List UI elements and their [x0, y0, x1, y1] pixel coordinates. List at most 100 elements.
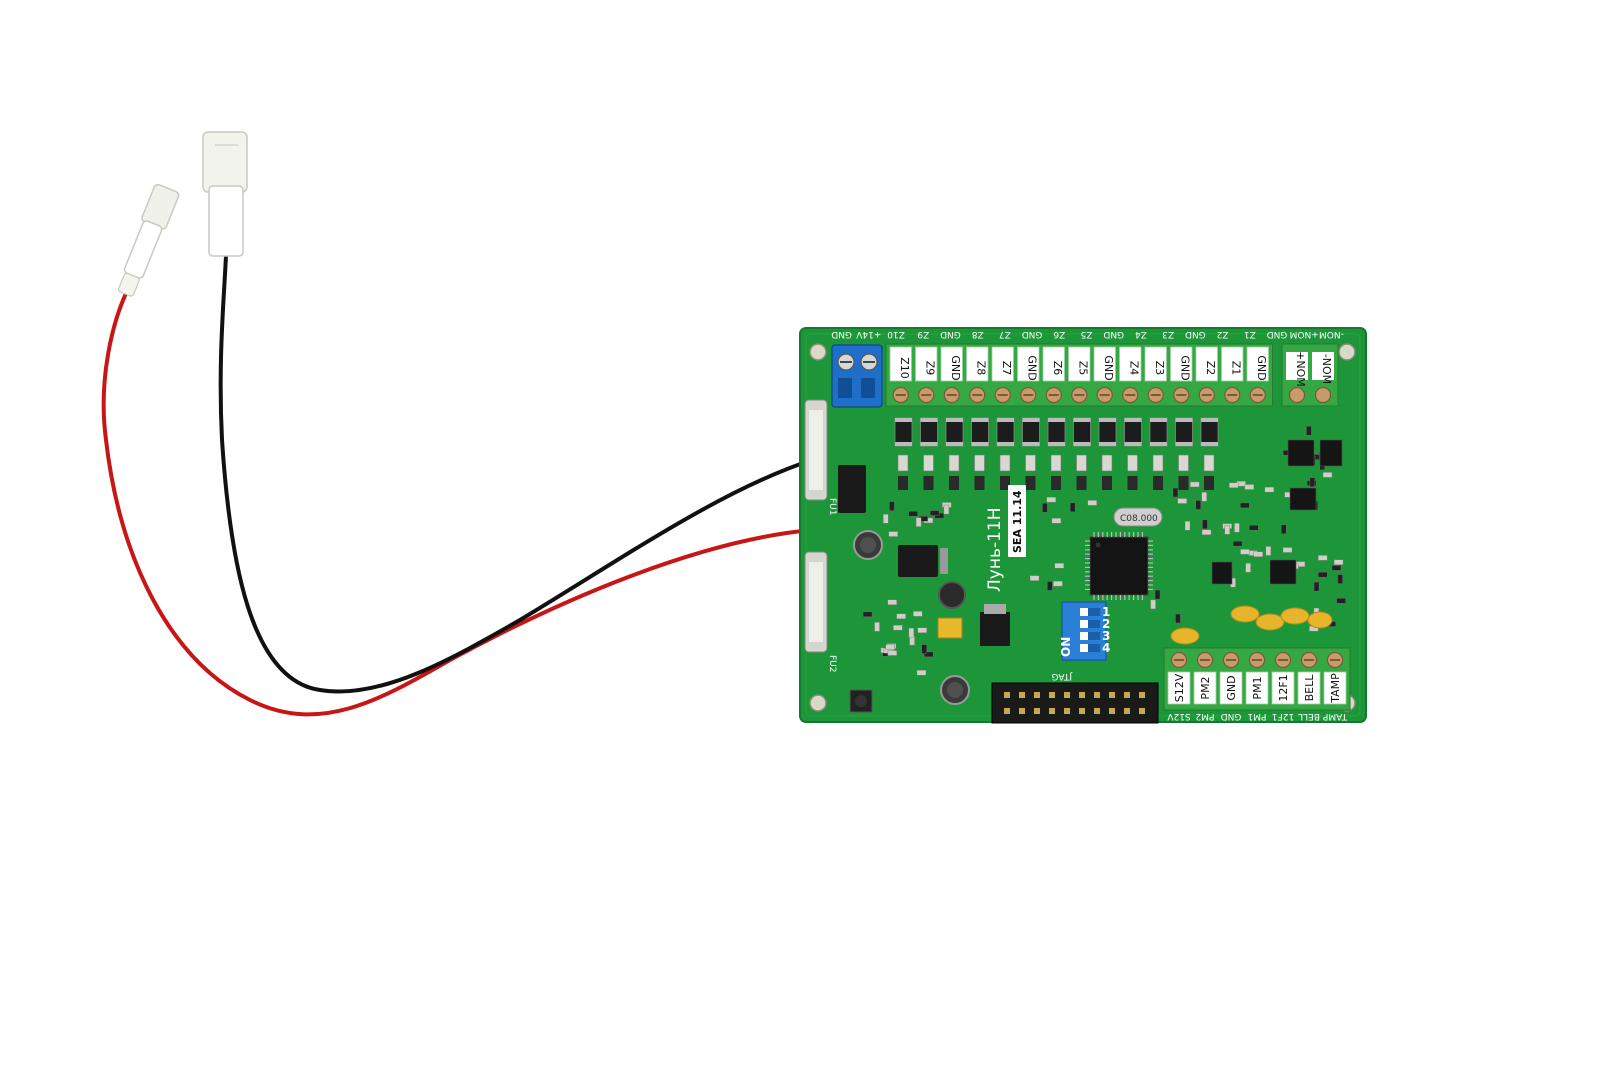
zone-terminal: Z4 — [1119, 346, 1142, 404]
zone-terminal: Z7 — [991, 346, 1014, 404]
output-terminal-block: S12V PM2 GND PM1 12F1 BELL TAMP — [1163, 647, 1351, 711]
top-silk-label: Z4 — [1135, 329, 1147, 339]
dip-on-label: ON — [1059, 637, 1073, 657]
capacitor-bottom — [940, 675, 970, 705]
fuse-holders: FU1 FU2 — [804, 399, 837, 673]
zone-terminal-label: Z5 — [1076, 361, 1089, 376]
bottom-silk-label: BELL — [1298, 711, 1320, 721]
crystal-oscillator: С08.000 — [1113, 507, 1163, 527]
zone-terminal-label: Z1 — [1229, 361, 1242, 376]
bottom-silk-label: PM2 — [1196, 711, 1215, 721]
output-terminal: TAMP — [1323, 651, 1347, 705]
zone-terminal-label: Z4 — [1127, 361, 1140, 376]
model-label: SEA 11.14 — [1011, 490, 1024, 553]
zone-terminal-label: Z7 — [1000, 361, 1013, 376]
black-wire — [218, 253, 814, 694]
output-terminal: 12F1 — [1271, 651, 1295, 705]
zone-terminal-label: GND — [1102, 355, 1115, 380]
regulator-ic — [898, 545, 948, 577]
board-title-group: Лунь-11Н SEA 11.14 — [985, 485, 1026, 592]
output-terminal-label: 12F1 — [1277, 674, 1290, 701]
red-wire — [101, 283, 814, 717]
output-terminal: BELL — [1297, 651, 1321, 705]
bottom-silk-label: S12V — [1166, 711, 1190, 721]
zone-terminal: Z3 — [1144, 346, 1167, 404]
smd-component-row — [894, 417, 1219, 490]
top-silk-label: Z8 — [971, 329, 983, 339]
zone-terminal-label: GND — [1025, 355, 1038, 380]
microcontroller-chip — [1085, 532, 1153, 600]
nom-terminal-label: +NOM — [1294, 351, 1307, 387]
tantalum-capacitor — [937, 617, 963, 639]
zone-terminal-label: Z3 — [1153, 361, 1166, 376]
mosfet — [980, 604, 1010, 646]
output-terminal: PM2 — [1193, 651, 1217, 705]
fuse-label-2: FU2 — [827, 655, 837, 673]
nom-terminal-block: +NOM -NOM — [1281, 343, 1339, 407]
zone-terminal-label: Z9 — [923, 361, 936, 376]
zone-terminal: GND — [1017, 346, 1040, 404]
zone-terminal: GND — [940, 346, 963, 404]
bottom-silk-label: 12F1 — [1272, 711, 1294, 721]
top-silk-label: Z3 — [1162, 329, 1174, 339]
output-terminal-label: BELL — [1303, 674, 1316, 702]
output-terminal-label: TAMP — [1329, 673, 1342, 704]
top-silk-label: GND — [1103, 329, 1124, 339]
zone-terminal: Z9 — [915, 346, 938, 404]
wire-harness — [101, 131, 814, 717]
top-silk-label: Z2 — [1217, 329, 1229, 339]
top-silk-label: GND — [1185, 329, 1206, 339]
zone-terminal: Z1 — [1221, 346, 1244, 404]
dip-number: 2 — [1102, 617, 1110, 631]
nom-terminal: +NOM — [1286, 351, 1308, 404]
zone-terminal: Z5 — [1068, 346, 1091, 404]
top-silk-label: Z6 — [1053, 329, 1065, 339]
inductor — [938, 581, 966, 609]
output-terminal-label: S12V — [1173, 673, 1186, 702]
zone-terminal-label: GND — [1255, 355, 1268, 380]
zone-terminal: Z6 — [1042, 346, 1065, 404]
top-silk-label: Z10 — [887, 329, 905, 339]
dip-number: 4 — [1102, 641, 1110, 655]
nom-terminal-label: -NOM — [1320, 354, 1333, 384]
top-silk-label: GND — [831, 329, 852, 339]
output-terminal: S12V — [1167, 651, 1191, 705]
top-silk-label: +14V — [855, 329, 881, 339]
tactile-button — [849, 689, 873, 713]
output-terminal-label: PM2 — [1199, 676, 1212, 699]
zone-terminal: Z10 — [889, 346, 912, 404]
top-silk-label: GND — [1267, 329, 1288, 339]
top-silk-label: Z1 — [1244, 329, 1256, 339]
jtag-header: JTAG — [991, 671, 1159, 724]
power-ic — [838, 465, 866, 513]
zone-terminal-label: GND — [1178, 355, 1191, 380]
crystal-label: С08.000 — [1120, 514, 1158, 524]
small-smd-components — [862, 425, 1346, 676]
zone-terminal: GND — [1093, 346, 1116, 404]
top-silk-label: Z9 — [917, 329, 929, 339]
zone-terminal-label: Z10 — [898, 357, 911, 379]
zone-terminal: GND — [1246, 346, 1269, 404]
output-terminal: PM1 — [1245, 651, 1269, 705]
output-terminal-label: PM1 — [1251, 676, 1264, 699]
capacitor-large — [853, 530, 883, 560]
zone-terminal: Z8 — [966, 346, 989, 404]
zone-terminal-label: GND — [949, 355, 962, 380]
nom-terminal: -NOM — [1312, 352, 1334, 404]
top-silk-label: GND — [940, 329, 961, 339]
dip-number: 3 — [1102, 629, 1110, 643]
ceramic-capacitors — [1170, 605, 1333, 645]
zone-terminal-label: Z8 — [974, 361, 987, 376]
zone-terminal: GND — [1170, 346, 1193, 404]
output-terminal: GND — [1219, 651, 1243, 705]
zone-terminal-label: Z6 — [1051, 361, 1064, 376]
fuse-label-1: FU1 — [827, 498, 837, 516]
red-wire-connector — [117, 183, 180, 297]
top-silk-label: Z7 — [999, 329, 1011, 339]
bottom-silk-label: TAMP — [1322, 711, 1348, 721]
